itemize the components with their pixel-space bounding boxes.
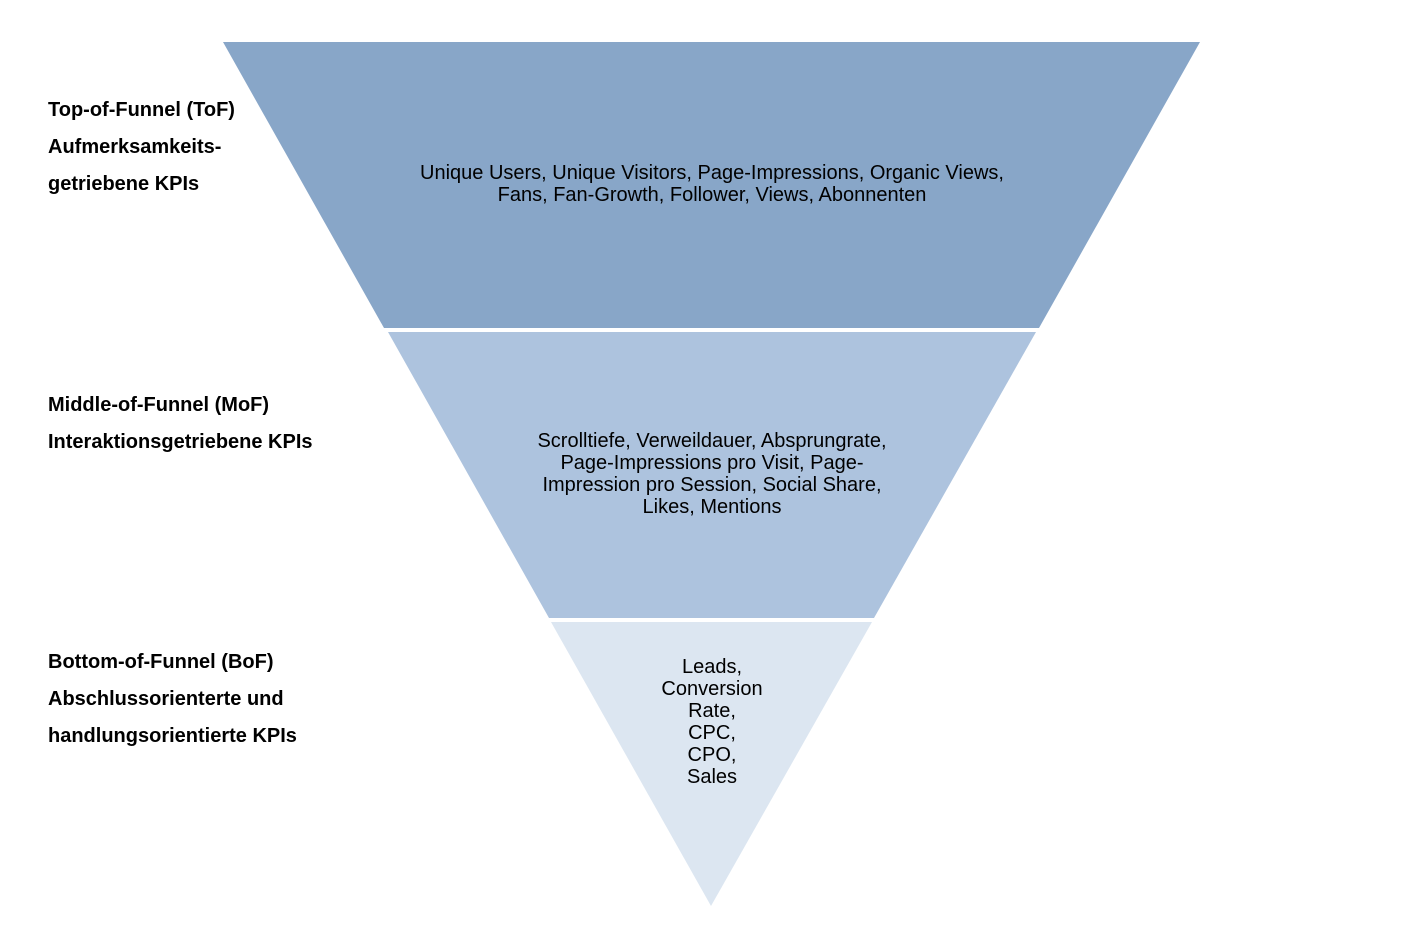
funnel-segment-middle: [388, 332, 1036, 618]
stage-label-line: Aufmerksamkeits-: [48, 136, 222, 158]
stage-label-top-of-funnel: Top-of-Funnel (ToF) Aufmerksamkeits- get…: [48, 92, 235, 203]
stage-label-bottom-of-funnel: Bottom-of-Funnel (BoF) Abschlussorienter…: [48, 644, 297, 755]
kpi-line: Unique Users, Unique Visitors, Page-Impr…: [420, 162, 1004, 184]
kpi-list-bottom-of-funnel: Leads, Conversion Rate, CPC, CPO, Sales: [612, 656, 812, 788]
kpi-list-top-of-funnel: Unique Users, Unique Visitors, Page-Impr…: [360, 162, 1064, 206]
kpi-line: Page-Impressions pro Visit, Page-: [560, 452, 864, 474]
funnel-segment-bottom: [551, 622, 872, 906]
stage-label-line: handlungsorientierte KPIs: [48, 725, 297, 747]
kpi-line: Rate,: [688, 700, 736, 722]
stage-label-middle-of-funnel: Middle-of-Funnel (MoF) Interaktionsgetri…: [48, 387, 313, 461]
stage-label-line: Middle-of-Funnel (MoF): [48, 394, 270, 416]
kpi-line: CPC,: [688, 722, 736, 744]
kpi-line: Conversion: [661, 678, 763, 700]
funnel-segment-top: [223, 42, 1200, 328]
stage-label-line: Interaktionsgetriebene KPIs: [48, 431, 313, 453]
stage-label-line: Top-of-Funnel (ToF): [48, 99, 235, 121]
kpi-line: Scrolltiefe, Verweildauer, Absprungrate,: [537, 430, 887, 452]
kpi-line: Sales: [686, 766, 738, 788]
kpi-line: Fans, Fan-Growth, Follower, Views, Abonn…: [497, 184, 927, 206]
kpi-line: Likes, Mentions: [642, 496, 782, 518]
kpi-line: Leads,: [681, 656, 743, 678]
stage-label-line: getriebene KPIs: [48, 173, 200, 195]
kpi-line: Impression pro Session, Social Share,: [542, 474, 882, 496]
kpi-line: CPO,: [687, 744, 737, 766]
kpi-list-middle-of-funnel: Scrolltiefe, Verweildauer, Absprungrate,…: [462, 430, 962, 518]
stage-label-line: Abschlussorienterte und: [48, 688, 284, 710]
stage-label-line: Bottom-of-Funnel (BoF): [48, 651, 274, 673]
